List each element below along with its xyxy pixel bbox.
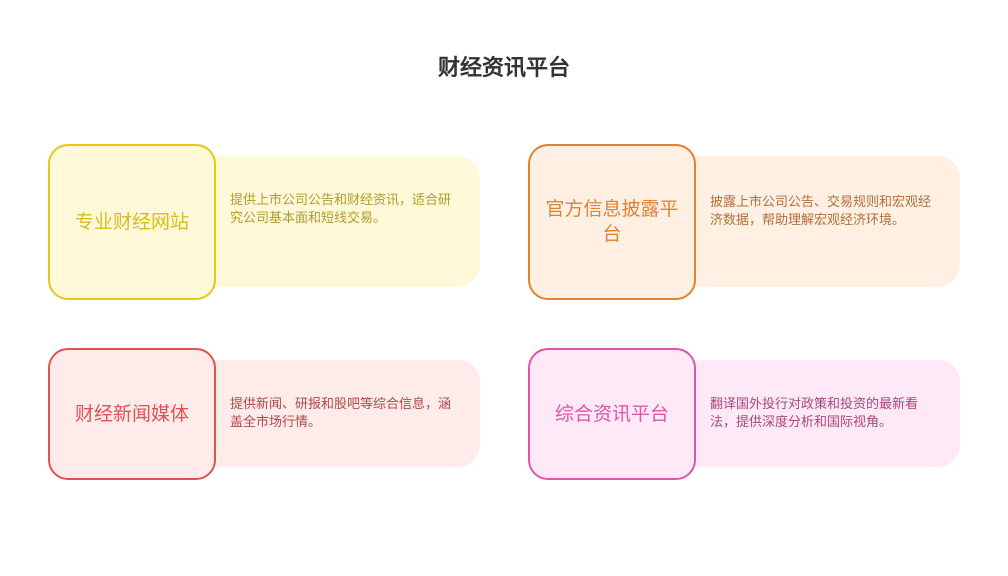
card-description: 提供上市公司公告和财经资讯，适合研究公司基本面和短线交易。	[230, 193, 452, 226]
card-panel	[680, 360, 960, 467]
card-panel	[680, 156, 960, 287]
card-description: 翻译国外投行对政策和投资的最新看法，提供深度分析和国际视角。	[710, 397, 919, 430]
card-description: 披露上市公司公告、交易规则和宏观经济数据，帮助理解宏观经济环境。	[710, 195, 932, 228]
card-panel	[200, 360, 480, 467]
page-title: 财经资讯平台	[437, 56, 570, 81]
card-title: 综合资讯平台	[528, 348, 696, 480]
card-title: 专业财经网站	[48, 144, 216, 300]
card-panel	[200, 156, 480, 287]
card-description: 提供新闻、研报和股吧等综合信息，涵盖全市场行情。	[230, 397, 452, 430]
card-title: 官方信息披露平台	[528, 144, 696, 300]
card-title: 财经新闻媒体	[48, 348, 216, 480]
